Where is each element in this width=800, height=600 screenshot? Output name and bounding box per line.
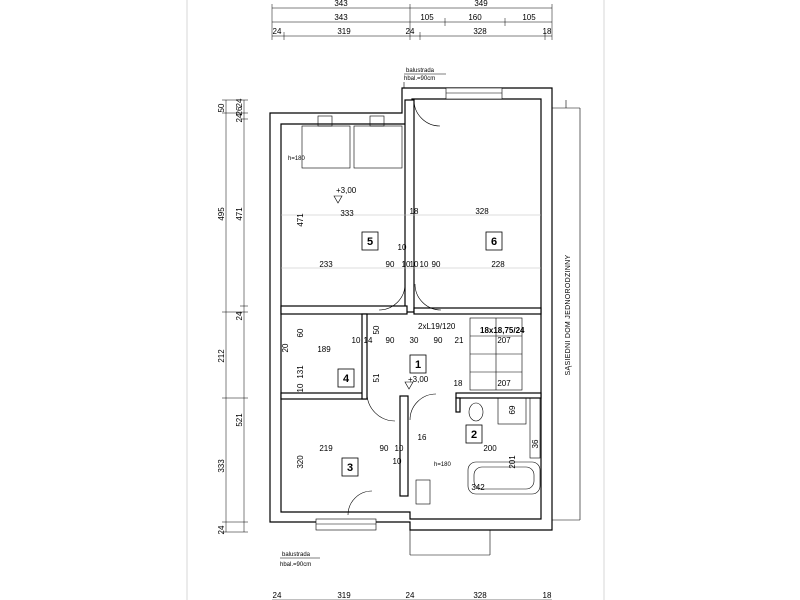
dim-bottom-18: 18 (543, 591, 552, 600)
room-number-5: 5 (367, 236, 373, 248)
dim-left-i24b: 24 (235, 113, 244, 122)
dim-hall-18: 18 (454, 379, 463, 388)
dim-30: 30 (410, 336, 419, 345)
balustrade-top-height: hbal.=90cm (404, 76, 435, 82)
top-dimension-chains: 343 349 343 105 160 105 24 319 24 328 18 (271, 0, 553, 40)
dim-10c: 10 (420, 260, 429, 269)
dim-top-328: 328 (473, 27, 487, 36)
interior-dimensions: 333 328 471 18 10 233 90 10 10 10 90 228… (281, 207, 540, 492)
dim-bottom-328: 328 (473, 591, 487, 600)
dim-36: 36 (531, 439, 540, 448)
dim-top-160: 160 (468, 13, 482, 22)
dim-14: 14 (364, 336, 373, 345)
bed-furniture (301, 115, 403, 169)
dim-room3-90: 90 (380, 444, 389, 453)
dim-201: 201 (508, 455, 517, 469)
stair-label: 18x18,75/24 (480, 326, 525, 335)
level-mark-room5: +3,00 (336, 186, 357, 195)
left-dimension-chains: 50 495 212 333 24 24 26 24 471 24 521 (217, 98, 248, 534)
dim-left-i24c: 24 (235, 311, 244, 320)
dim-top-349: 349 (474, 0, 488, 8)
room-number-4: 4 (343, 373, 350, 385)
dim-21: 21 (455, 336, 464, 345)
dim-10b: 10 (410, 260, 419, 269)
dim-hall-90a: 90 (386, 336, 395, 345)
dim-room3-10b: 10 (393, 457, 402, 466)
dim-207b: 207 (497, 379, 511, 388)
neighbour-house-label: SĄSIEDNI DOM JEDNORODZINNY (565, 254, 572, 375)
dim-bottom-24a: 24 (273, 591, 282, 600)
dim-189: 189 (317, 345, 331, 354)
dim-18: 18 (410, 207, 419, 216)
dim-228: 228 (491, 260, 505, 269)
balustrade-bottom-height: hbal.=90cm (280, 562, 311, 568)
dim-left-i471: 471 (235, 207, 244, 221)
dim-51: 51 (372, 373, 381, 382)
door-label: 2xL19/120 (418, 322, 456, 331)
dim-top-18: 18 (543, 27, 552, 36)
dim-hall-10v: 10 (296, 383, 305, 392)
dim-top-24a: 24 (273, 27, 282, 36)
dim-left-i521: 521 (235, 413, 244, 427)
dim-16: 16 (418, 433, 427, 442)
dim-left-212: 212 (217, 349, 226, 363)
room-number-2: 2 (471, 429, 477, 441)
dim-bottom-319: 319 (337, 591, 351, 600)
dim-top-105b: 105 (522, 13, 536, 22)
bathroom-fixtures (415, 397, 541, 505)
dim-50: 50 (372, 325, 381, 334)
dim-top-343b: 343 (334, 13, 348, 22)
dim-left-24: 24 (217, 525, 226, 534)
dim-left-i26: 26 (235, 106, 244, 115)
dim-bottom-24b: 24 (406, 591, 415, 600)
dim-233: 233 (319, 260, 333, 269)
height-note-bath: h=180 (434, 462, 452, 468)
dim-top-24b: 24 (406, 27, 415, 36)
balustrade-bottom-label: balustrada (282, 552, 311, 558)
dim-60: 60 (296, 328, 305, 337)
dim-left-50: 50 (217, 103, 226, 112)
dim-90b: 90 (432, 260, 441, 269)
dim-200: 200 (483, 444, 497, 453)
bottom-dimension-chain: 24 319 24 328 18 (272, 591, 552, 600)
room-number-6: 6 (491, 236, 497, 248)
dim-10a: 10 (402, 260, 411, 269)
room-labels: 5 6 1 4 3 2 (337, 231, 503, 477)
room-number-1: 1 (415, 359, 421, 371)
dim-top-105a: 105 (420, 13, 434, 22)
dim-hall-90b: 90 (434, 336, 443, 345)
dim-top-343: 343 (334, 0, 348, 8)
building-walls (269, 87, 553, 531)
dim-69: 69 (508, 405, 517, 414)
door-swings (347, 99, 442, 516)
dim-left-i24: 24 (235, 98, 244, 107)
dim-333: 333 (340, 209, 354, 218)
dim-left-495: 495 (217, 207, 226, 221)
dim-90a: 90 (386, 260, 395, 269)
dim-top-319: 319 (337, 27, 351, 36)
dim-20: 20 (281, 343, 290, 352)
room-number-3: 3 (347, 462, 353, 474)
dim-342: 342 (471, 483, 485, 492)
balustrade-top: balustrada hbal.=90cm (403, 68, 446, 88)
balustrade-top-label: balustrada (406, 68, 435, 74)
terrace-outline (409, 100, 581, 556)
level-marks: +3,00 +3,00 (333, 186, 429, 390)
dim-471: 471 (296, 213, 305, 227)
dim-room3-10: 10 (395, 444, 404, 453)
windows (315, 87, 503, 531)
dim-left-333: 333 (217, 459, 226, 473)
dim-207a: 207 (497, 336, 511, 345)
dim-hall-10: 10 (352, 336, 361, 345)
height-note-room5: h=180 (288, 156, 306, 162)
balustrade-bottom: balustrada hbal.=90cm (280, 552, 320, 568)
dim-320: 320 (296, 455, 305, 469)
dim-10: 10 (398, 243, 407, 252)
dim-219: 219 (319, 444, 333, 453)
dim-131: 131 (296, 365, 305, 379)
dim-328: 328 (475, 207, 489, 216)
staircase (469, 317, 523, 391)
level-mark-hall: +3,00 (408, 375, 429, 384)
